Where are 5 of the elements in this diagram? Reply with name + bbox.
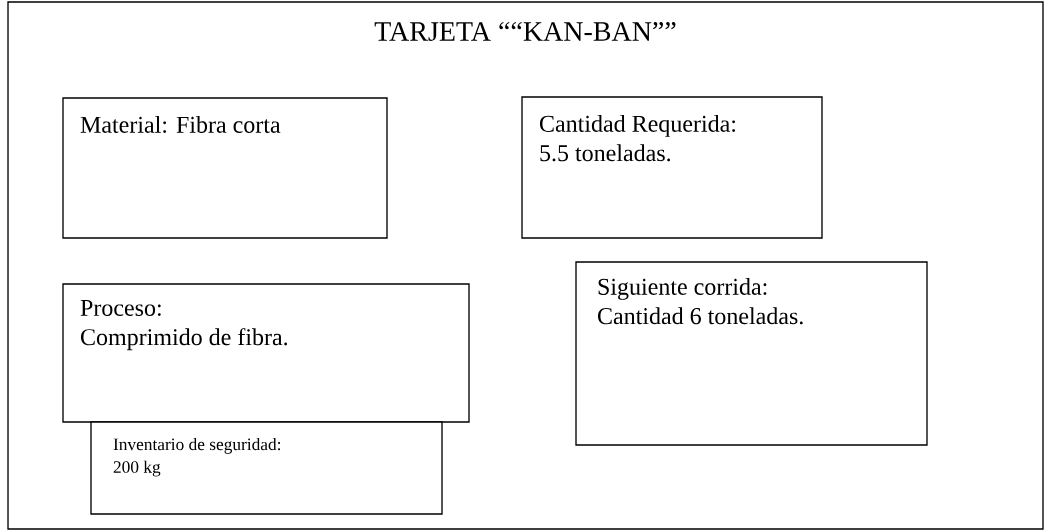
text-box: Cantidad Requerida: 5.5 toneladas. (521, 96, 823, 239)
text-box: Material: Fibra corta (62, 97, 388, 239)
text-box: Siguiente corrida: Cantidad 6 toneladas. (575, 261, 928, 446)
text-box: Proceso: Comprimido de fibra. (62, 283, 470, 423)
text-box: Inventario de seguridad: 200 kg (90, 421, 443, 515)
